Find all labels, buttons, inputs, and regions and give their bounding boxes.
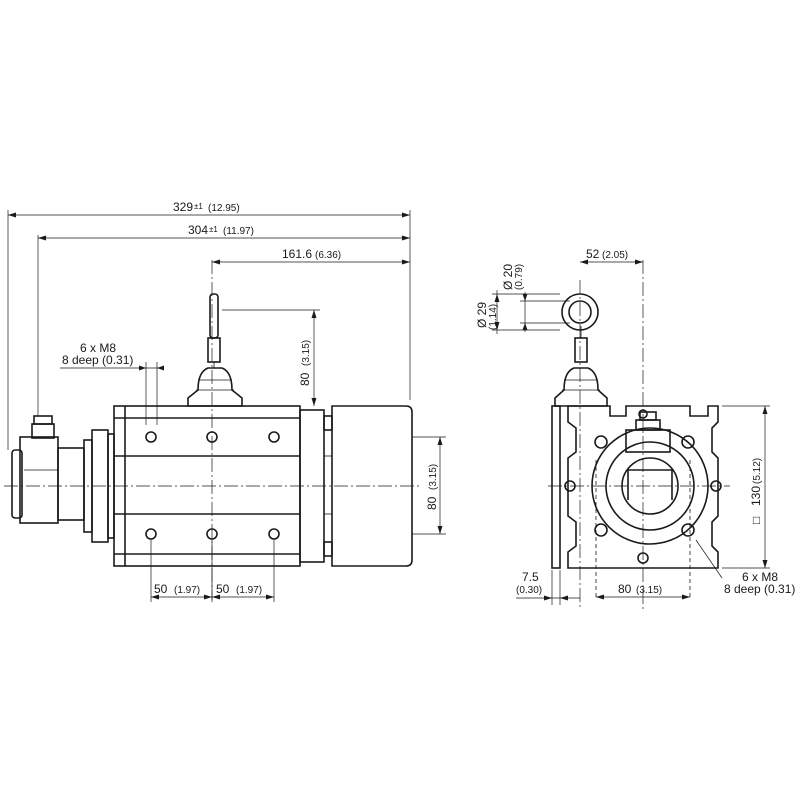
front-hole [594, 523, 608, 537]
front-cable-outlet [554, 293, 608, 407]
dim-eye-outer-value: Ø 29 [475, 302, 489, 328]
dim-52-value: 52 [586, 247, 600, 261]
eye-inner [568, 300, 592, 324]
dim-eye-inner-value: Ø 20 [501, 264, 515, 290]
dim-304-alt: (11.97) [223, 226, 254, 237]
dim-eye-outer-alt: (1.14) [488, 304, 499, 330]
dim-329-alt: (12.95) [208, 203, 240, 214]
front-hole [681, 523, 695, 537]
dim-7-5-value: 7.5 [522, 570, 539, 584]
front-view: 52 (2.05) Ø 20 (0.79) Ø 29 (1.14) [475, 247, 795, 610]
dim-329-value: 329 [173, 200, 193, 214]
dim-130-symbol: □ [749, 517, 763, 524]
dim-130-alt: (5.12) [752, 458, 763, 484]
front-hole [681, 435, 695, 449]
dim-eye-outer: Ø 29 (1.14) [475, 290, 560, 334]
dim-spacing-2-value: 50 [216, 582, 230, 596]
dim-304-tol: ±1 [209, 225, 218, 234]
side-view: 329 ±1 (12.95) 304 ±1 (11.97) 161.6 (6.3… [4, 200, 446, 602]
dim-flange-holes: 80 (3.15) [596, 582, 690, 600]
dim-7-5-alt: (0.30) [516, 585, 542, 596]
dim-outlet-height-alt: (3.15) [301, 340, 312, 366]
dim-spacing-2-alt: (1.97) [236, 585, 262, 596]
dim-housing-height: 80 (3.15) [412, 436, 446, 535]
dim-130-value: 130 [749, 486, 763, 506]
bore-key [627, 469, 673, 500]
connector-housing [11, 415, 85, 524]
dim-spacing-1-alt: (1.97) [174, 585, 200, 596]
dim-eye-inner-alt: (0.79) [514, 264, 525, 290]
dim-52-alt: (2.05) [602, 250, 628, 261]
dim-cable-outlet: 161.6 (6.36) [212, 247, 410, 265]
dim-body-length: 304 ±1 (11.97) [37, 223, 410, 416]
cable-outlet [187, 293, 243, 407]
dim-161-value: 161.6 [282, 247, 312, 261]
dim-outlet-height: 80 (3.15) [222, 309, 320, 406]
dim-eye-offset: 52 (2.05) [580, 247, 643, 265]
dim-flange-square: □ 130 (5.12) [722, 405, 770, 569]
thread-front-line2: 8 deep (0.31) [724, 582, 795, 596]
thread-callout-front: 6 x M8 8 deep (0.31) [695, 539, 795, 596]
dim-spacing-1-value: 50 [154, 582, 168, 596]
thread-side-line1: 6 x M8 [80, 341, 116, 355]
dim-front-80-alt: (3.15) [636, 585, 662, 596]
dim-eye-inner: Ø 20 (0.79) [501, 264, 570, 332]
dim-outlet-height-value: 80 [298, 372, 312, 386]
thread-front-line1: 6 x M8 [742, 570, 778, 584]
dim-housing-height-alt: (3.15) [428, 464, 439, 490]
dim-161-alt: (6.36) [315, 250, 341, 261]
dim-304-value: 304 [188, 223, 208, 237]
thread-side-line2: 8 deep (0.31) [62, 353, 133, 367]
dim-front-80-value: 80 [618, 582, 632, 596]
dim-overall-length: 329 ±1 (12.95) [7, 200, 411, 450]
front-flange [567, 405, 719, 569]
flange-edge [551, 405, 561, 569]
thread-callout-side: 6 x M8 8 deep (0.31) [60, 341, 164, 425]
dim-housing-height-value: 80 [425, 496, 439, 510]
dim-329-tol: ±1 [194, 202, 203, 211]
dim-flange-offset: 7.5 (0.30) [516, 570, 580, 605]
front-hole [594, 435, 608, 449]
dim-hole-spacing: 50 (1.97) 50 (1.97) [150, 540, 275, 602]
